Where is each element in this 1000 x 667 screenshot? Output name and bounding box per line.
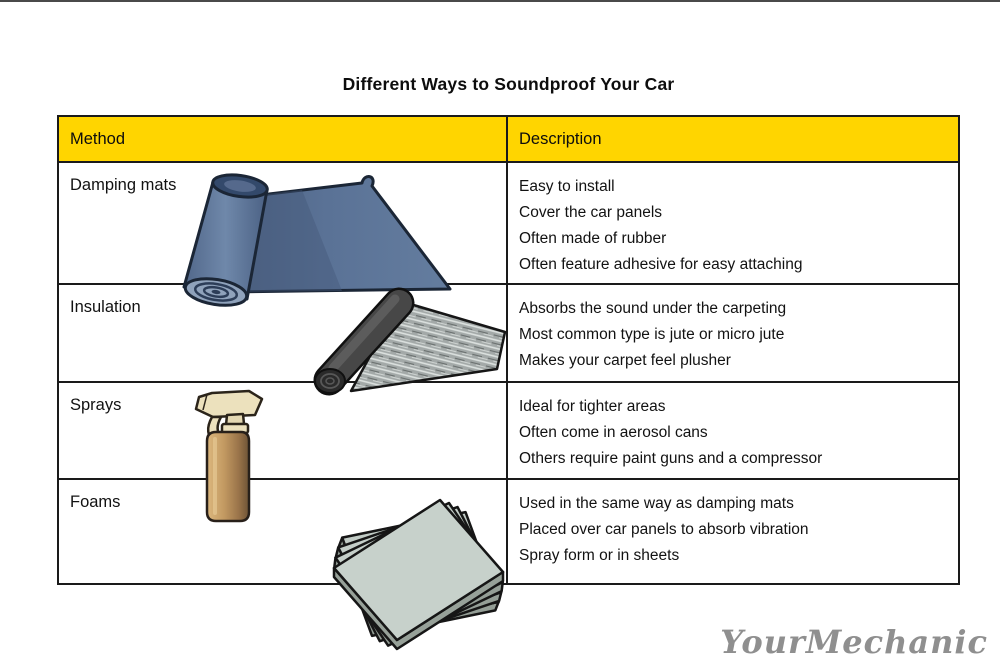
description-line: Placed over car panels to absorb vibrati…	[519, 521, 809, 538]
description-cell-foams: Used in the same way as damping mats Pla…	[508, 480, 958, 583]
description-cell-damping-mats: Easy to install Cover the car panels Oft…	[508, 163, 958, 285]
column-header-method-label: Method	[70, 129, 126, 148]
method-label: Foams	[70, 493, 121, 511]
description-line: Cover the car panels	[519, 204, 663, 221]
method-label: Sprays	[70, 396, 122, 414]
column-header-description-label: Description	[519, 129, 602, 148]
description-line: Ideal for tighter areas	[519, 398, 666, 415]
description-line: Most common type is jute or micro jute	[519, 326, 785, 343]
description-line: Often feature adhesive for easy attachin…	[519, 256, 803, 273]
page-title: Different Ways to Soundproof Your Car	[342, 74, 675, 94]
description-cell-insulation: Absorbs the sound under the carpeting Mo…	[508, 285, 958, 383]
top-border-line	[0, 0, 1000, 2]
method-cell-insulation: Insulation	[59, 285, 508, 383]
method-cell-foams: Foams	[59, 480, 508, 583]
method-cell-damping-mats: Damping mats	[59, 163, 508, 285]
description-line: Easy to install	[519, 178, 615, 195]
yourmechanic-logo: YourMechanic	[720, 623, 988, 661]
column-header-description: Description	[508, 117, 958, 163]
description-line: Used in the same way as damping mats	[519, 495, 794, 512]
description-line: Often come in aerosol cans	[519, 424, 708, 441]
column-header-method: Method	[59, 117, 508, 163]
description-line: Makes your carpet feel plusher	[519, 352, 731, 369]
method-label: Insulation	[70, 298, 141, 316]
description-line: Often made of rubber	[519, 230, 667, 247]
description-line: Spray form or in sheets	[519, 547, 680, 564]
description-line: Others require paint guns and a compress…	[519, 450, 823, 467]
description-cell-sprays: Ideal for tighter areas Often come in ae…	[508, 383, 958, 480]
method-label: Damping mats	[70, 176, 177, 194]
method-cell-sprays: Sprays	[59, 383, 508, 480]
methods-table: Method Description Damping mats Easy to …	[57, 115, 960, 585]
description-line: Absorbs the sound under the carpeting	[519, 300, 787, 317]
